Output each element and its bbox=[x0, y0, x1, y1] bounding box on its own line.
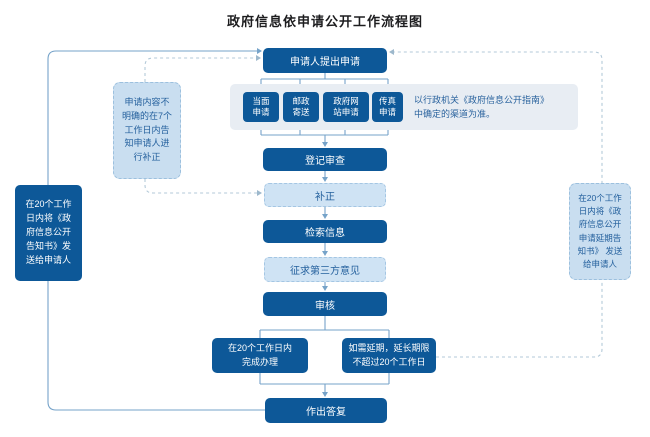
node-right-extension-notice: 在20个工作 日内将《政 府信息公开 申请延期告 知书》 发送 给申请人 bbox=[569, 183, 631, 280]
node-complete-within-20-days: 在20个工作日内 完成办理 bbox=[212, 338, 308, 373]
node-channel-in-person: 当面 申请 bbox=[243, 92, 279, 122]
node-channel-fax: 传真 申请 bbox=[372, 92, 403, 122]
channel-note: 以行政机关《政府信息公开指南》 中确定的渠道为准。 bbox=[414, 95, 550, 120]
node-register-review: 登记审查 bbox=[263, 148, 387, 171]
dashed-connector-path bbox=[144, 51, 603, 358]
dashed-arrowheads bbox=[256, 49, 394, 196]
node-supplement-notice: 申请内容不 明确的在7个 工作日内告 知申请人进 行补正 bbox=[113, 82, 181, 179]
node-reply: 作出答复 bbox=[265, 398, 387, 423]
page-title: 政府信息依申请公开工作流程图 bbox=[226, 14, 423, 29]
node-extension: 如需延期，延长期限 不超过20个工作日 bbox=[342, 338, 436, 373]
node-third-party-opinion: 征求第三方意见 bbox=[264, 257, 386, 282]
node-supplement: 补正 bbox=[264, 183, 386, 207]
node-channel-website: 政府网 站申请 bbox=[323, 92, 369, 122]
node-channel-mail: 邮政 寄送 bbox=[283, 92, 319, 122]
node-review: 审核 bbox=[263, 292, 387, 316]
node-search-info: 检索信息 bbox=[263, 220, 387, 243]
node-apply: 申请人提出申请 bbox=[263, 48, 387, 73]
node-left-disclosure-notice: 在20个工作 日内将《政 府信息公开 告知书》发 送给申请人 bbox=[15, 185, 82, 281]
